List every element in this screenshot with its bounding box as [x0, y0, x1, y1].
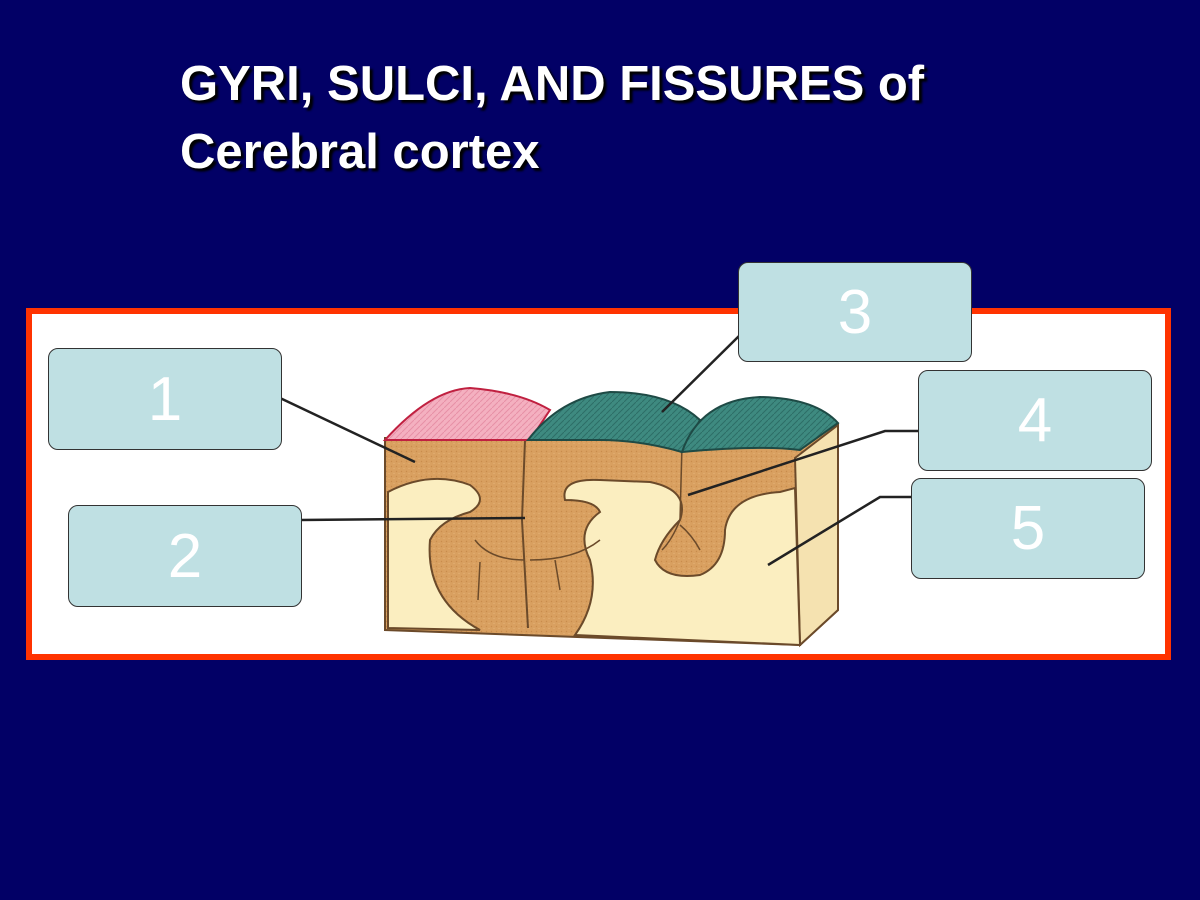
gyrus-pink [382, 386, 552, 441]
sulcus-line [661, 444, 683, 551]
title-line-1: GYRI, SULCI, AND FISSURES of [180, 57, 925, 111]
slide-title: GYRI, SULCI, AND FISSURES of Cerebral co… [180, 50, 924, 186]
label-number-4: 4 [1017, 386, 1053, 455]
leader-line-4 [687, 429, 918, 497]
white-matter [387, 477, 481, 631]
label-box-4[interactable]: 4 [918, 370, 1152, 471]
label-box-3[interactable]: 3 [738, 262, 972, 362]
label-box-2[interactable]: 2 [68, 505, 302, 607]
title-line-2: Cerebral cortex [180, 125, 540, 179]
gyrus-teal [525, 390, 702, 454]
white-matter [563, 478, 802, 647]
sulcus-line [474, 539, 526, 561]
sulcus-line [520, 439, 529, 629]
leader-line-2 [299, 516, 526, 522]
sulcus-line [529, 539, 601, 561]
sulcus-line [679, 524, 701, 551]
leader-line-3 [661, 334, 741, 413]
leader-line-1 [279, 396, 416, 464]
label-number-2: 2 [167, 521, 203, 591]
leader-line-5 [767, 495, 911, 567]
label-box-5[interactable]: 5 [911, 478, 1145, 579]
gyrus-teal [680, 395, 840, 454]
label-number-1: 1 [147, 364, 183, 434]
sulcus-line [477, 559, 561, 601]
label-box-1[interactable]: 1 [48, 348, 282, 450]
label-number-5: 5 [1010, 494, 1046, 563]
label-number-3: 3 [837, 277, 873, 347]
